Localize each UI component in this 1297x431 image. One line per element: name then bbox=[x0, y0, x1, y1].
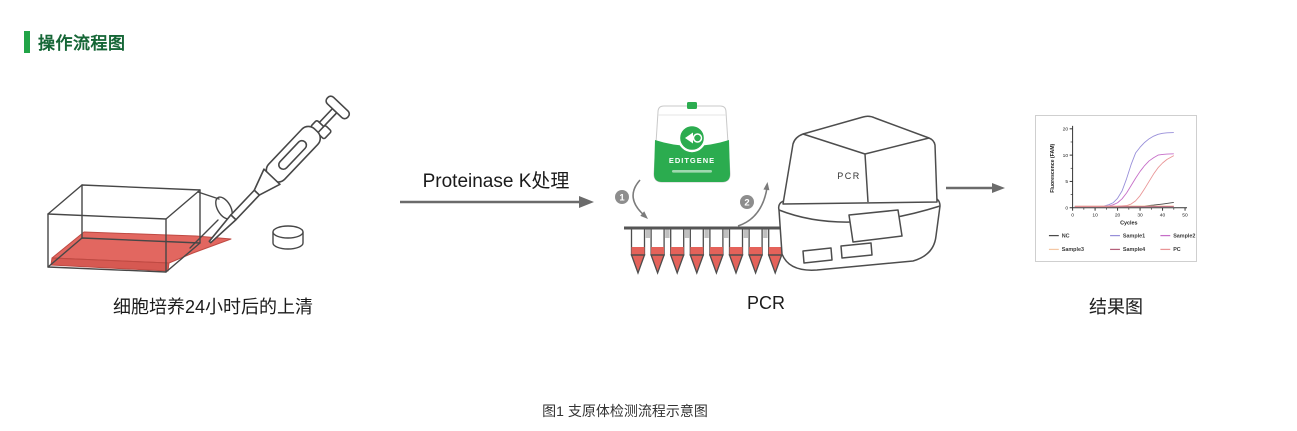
svg-text:Cycles: Cycles bbox=[1120, 221, 1137, 227]
step-1-arrow-icon bbox=[632, 179, 648, 219]
svg-text:Sample3: Sample3 bbox=[1062, 247, 1084, 253]
reagent-pouch-icon: EDITGENE bbox=[653, 102, 731, 183]
result-arrow-icon bbox=[946, 183, 1005, 193]
svg-text:30: 30 bbox=[1137, 213, 1143, 219]
step-label-result: 结果图 bbox=[1089, 297, 1143, 317]
svg-text:10: 10 bbox=[1063, 153, 1069, 159]
svg-text:Fluorescence (FAM): Fluorescence (FAM) bbox=[1050, 144, 1056, 193]
svg-text:50: 50 bbox=[1182, 213, 1188, 219]
svg-text:20: 20 bbox=[1115, 213, 1121, 219]
proteinase-arrow-icon bbox=[400, 196, 594, 208]
step-label-pcr: PCR bbox=[746, 293, 785, 313]
svg-text:NC: NC bbox=[1062, 233, 1070, 239]
svg-text:0: 0 bbox=[1071, 213, 1074, 219]
svg-text:Sample1: Sample1 bbox=[1123, 233, 1145, 239]
svg-text:20: 20 bbox=[1063, 127, 1069, 133]
pcr-machine-icon: PCR bbox=[777, 115, 941, 271]
cell-flask-pipette-icon bbox=[47, 95, 351, 273]
pcr-machine-label: PCR bbox=[837, 171, 861, 181]
step-label-supernatant: 细胞培养24小时后的上清 bbox=[112, 297, 314, 317]
pcr-tube-strip-icon bbox=[624, 226, 800, 275]
flask-body bbox=[47, 184, 201, 273]
svg-text:10: 10 bbox=[1092, 213, 1098, 219]
culture-medium bbox=[50, 231, 232, 272]
section-heading: 操作流程图 bbox=[24, 29, 126, 54]
page-title: 操作流程图 bbox=[38, 34, 126, 53]
svg-text:1: 1 bbox=[619, 193, 625, 204]
svg-text:2: 2 bbox=[744, 198, 749, 209]
svg-text:0: 0 bbox=[1065, 205, 1068, 211]
step-2-badge: 2 bbox=[740, 195, 754, 209]
svg-text:5: 5 bbox=[1065, 179, 1068, 185]
heading-accent-bar bbox=[24, 30, 30, 53]
pouch-brand-label: EDITGENE bbox=[669, 156, 715, 165]
proteinase-step-label: Proteinase K处理 bbox=[422, 171, 570, 192]
pipette-icon bbox=[208, 95, 351, 244]
pcr-setup-illustration: EDITGENE 1 2 bbox=[615, 102, 941, 275]
step-2-arrow-icon bbox=[737, 182, 770, 227]
svg-text:Sample4: Sample4 bbox=[1123, 247, 1145, 253]
flask-cap-icon bbox=[272, 225, 304, 250]
step-1-badge: 1 bbox=[615, 190, 629, 204]
figure-caption: 图1 支原体检测流程示意图 bbox=[542, 403, 708, 419]
svg-text:PC: PC bbox=[1173, 247, 1181, 253]
svg-text:40: 40 bbox=[1160, 213, 1166, 219]
svg-text:Sample2: Sample2 bbox=[1173, 233, 1195, 239]
